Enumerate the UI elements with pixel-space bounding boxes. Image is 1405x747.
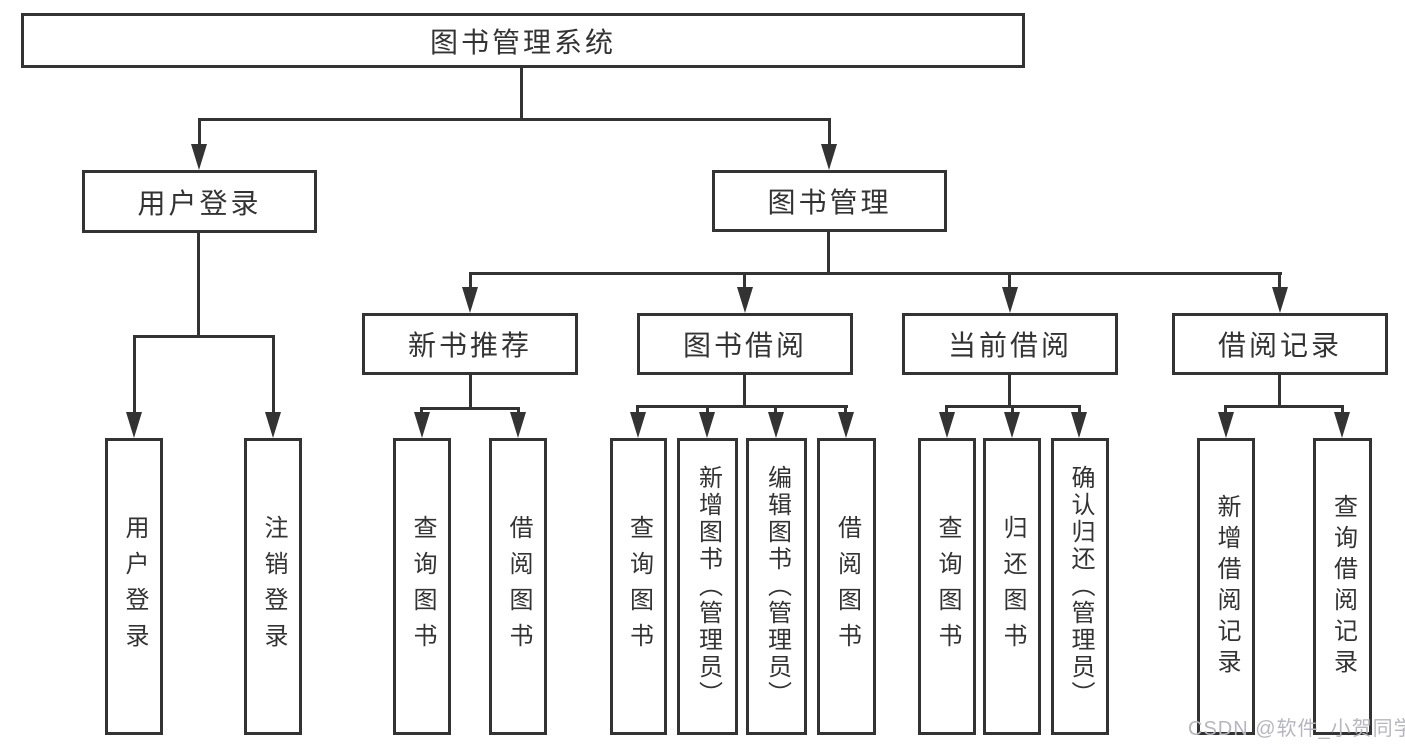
node-book-management: 图书管理 [712,170,947,232]
node-label: 用户登录 [137,187,262,219]
node-root: 图书管理系统 [21,13,1025,68]
arrow-down-icon [821,144,837,170]
arrow-down-icon [1272,287,1288,313]
node-leaf-query-book-1: 查询图书 [393,438,451,735]
connector-line [827,232,830,272]
connector-line [198,118,831,121]
node-label: 确认归还（管理员） [1067,465,1094,708]
node-new-book-recommend: 新书推荐 [362,313,578,375]
connector-line [1278,272,1281,289]
arrow-down-icon [1218,412,1234,438]
node-label: 注销登录 [260,514,287,659]
node-label: 查询借阅记录 [1329,493,1357,680]
connector-line [420,407,520,410]
node-label: 借阅图书 [833,514,861,659]
node-leaf-return-book: 归还图书 [983,438,1041,735]
node-label: 查询图书 [625,514,653,659]
arrow-down-icon [768,412,784,438]
arrow-down-icon [462,287,478,313]
node-label: 当前借阅 [947,330,1072,361]
connector-line [743,272,746,289]
node-leaf-add-book-admin: 新增图书（管理员） [677,438,738,735]
connector-line [198,118,201,146]
node-label: 查询图书 [409,514,436,659]
arrow-down-icon [699,412,715,438]
node-leaf-query-borrow-record: 查询借阅记录 [1313,438,1372,735]
connector-line [706,405,709,414]
node-leaf-borrow-book-2: 借阅图书 [817,438,876,735]
connector-line [828,118,831,146]
arrow-down-icon [737,287,753,313]
connector-line [844,405,847,414]
connector-line [1078,405,1081,414]
arrow-down-icon [191,144,207,170]
arrow-down-icon [414,412,430,438]
node-label: 图书借阅 [682,330,807,361]
arrow-down-icon [939,412,955,438]
node-leaf-user-login: 用户登录 [105,438,163,735]
node-leaf-confirm-return-admin: 确认归还（管理员） [1051,438,1109,735]
connector-line [197,233,200,335]
node-label: 新增借阅记录 [1213,493,1240,680]
node-label: 图书管理系统 [429,26,616,58]
arrow-down-icon [126,412,142,438]
connector-line [1008,375,1011,406]
node-current-borrow: 当前借阅 [902,313,1118,375]
node-label: 查询图书 [934,514,961,659]
node-label: 归还图书 [999,514,1026,659]
connector-line [133,335,275,338]
arrow-down-icon [838,412,854,438]
connector-line [520,68,523,118]
node-borrow-records: 借阅记录 [1172,313,1388,375]
node-label: 借阅图书 [505,514,532,659]
node-book-borrow: 图书借阅 [637,313,853,375]
arrow-down-icon [1071,412,1087,438]
connector-line [1341,405,1344,414]
node-leaf-borrow-book-1: 借阅图书 [489,438,547,735]
connector-line [133,335,136,415]
connector-line [1224,405,1227,414]
node-label: 图书管理 [767,187,892,218]
node-user-login: 用户登录 [82,170,317,233]
connector-line [1011,405,1014,414]
arrow-down-icon [630,412,646,438]
node-leaf-edit-book-admin: 编辑图书（管理员） [746,438,807,735]
arrow-down-icon [265,412,281,438]
connector-line [1008,272,1011,289]
connector-line [1224,405,1344,408]
arrow-down-icon [510,412,526,438]
connector-line [420,407,423,415]
node-label: 编辑图书（管理员） [763,465,791,708]
connector-line [774,405,777,414]
connector-line [1278,375,1281,406]
connector-line [743,375,746,406]
node-leaf-logout: 注销登录 [244,438,302,735]
arrow-down-icon [1334,412,1350,438]
connector-line [272,335,275,415]
node-label: 用户登录 [121,514,148,659]
arrow-down-icon [1002,287,1018,313]
node-label: 新增图书（管理员） [694,465,722,708]
connector-line [945,405,948,414]
connector-line [636,405,639,414]
arrow-down-icon [1004,412,1020,438]
connector-line [517,407,520,415]
connector-line [469,272,472,289]
connector-line [469,375,472,408]
csdn-watermark: CSDN @软件_小贺同学 [1188,718,1405,740]
connector-line [469,272,1282,275]
node-leaf-add-borrow-record: 新增借阅记录 [1197,438,1255,735]
node-label: 新书推荐 [407,330,532,361]
connector-line [636,405,848,408]
node-label: 借阅记录 [1217,330,1342,361]
node-leaf-query-book-2: 查询图书 [610,438,667,735]
node-leaf-query-book-3: 查询图书 [918,438,976,735]
